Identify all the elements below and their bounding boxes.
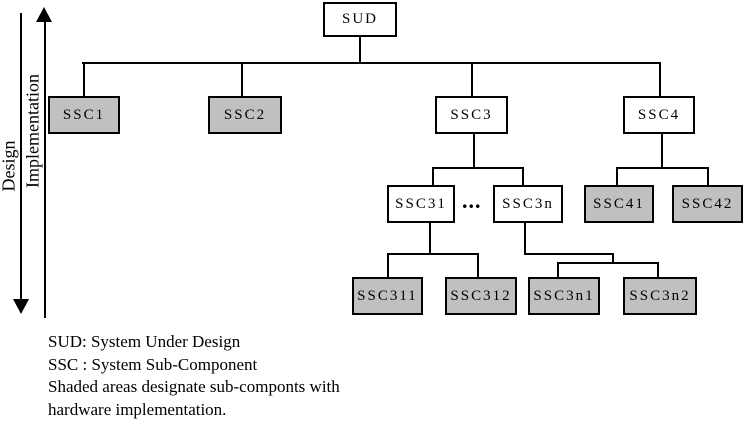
legend: SUD: System Under Design SSC : System Su… <box>48 331 340 421</box>
ssc3n-elbow-vertical-line <box>612 253 614 264</box>
implementation-axis-label: Implementation <box>22 74 43 188</box>
ssc3-drop-line <box>471 62 473 96</box>
node-ssc41: SSC41 <box>584 185 654 223</box>
ssc312-drop-line <box>477 253 479 277</box>
node-ssc42: SSC42 <box>672 185 743 223</box>
ssc4-stem-line <box>661 134 663 167</box>
ssc3n-stem-line <box>524 223 526 253</box>
ssc4-drop-line <box>659 62 661 96</box>
node-ssc1: SSC1 <box>48 96 120 134</box>
design-axis-label: Design <box>0 140 19 192</box>
legend-line-sud: SUD: System Under Design <box>48 332 241 351</box>
down-arrowhead-icon <box>13 299 29 314</box>
ssc2-drop-line <box>241 62 243 96</box>
implementation-arrow-shaft <box>44 20 46 318</box>
ssc3-children-horizontal-line <box>432 167 524 169</box>
ssc3n-drop-line <box>522 167 524 185</box>
ssc42-drop-line <box>707 167 709 185</box>
node-ssc2: SSC2 <box>208 96 282 134</box>
node-ssc3n2: SSC3n2 <box>623 277 697 315</box>
node-ssc3n1: SSC3n1 <box>528 277 600 315</box>
ssc3n2-drop-line <box>657 262 659 277</box>
node-ssc311: SSC311 <box>352 277 423 315</box>
ssc3n-elbow-horizontal-line <box>524 253 614 255</box>
ssc4-children-horizontal-line <box>616 167 709 169</box>
level1-horizontal-line <box>82 62 661 64</box>
design-arrow-shaft <box>20 13 22 303</box>
ssc3-stem-line <box>473 134 475 167</box>
ssc3n-children-horizontal-line <box>557 262 659 264</box>
ellipsis-label: ... <box>462 188 482 213</box>
legend-line-shaded-1: Shaded areas designate sub-componts with <box>48 377 340 396</box>
node-ssc4: SSC4 <box>623 96 695 134</box>
legend-line-ssc: SSC : System Sub-Component <box>48 354 258 374</box>
node-ssc31: SSC31 <box>387 185 455 223</box>
sud-stem-line <box>359 37 361 63</box>
ssc31-children-horizontal-line <box>387 253 479 255</box>
node-sud: SUD <box>323 2 397 37</box>
ssc31-drop-line <box>432 167 434 185</box>
node-ssc312: SSC312 <box>445 277 517 315</box>
ssc311-drop-line <box>387 253 389 277</box>
node-ssc3n: SSC3n <box>493 185 563 223</box>
ssc1-drop-line <box>83 62 85 96</box>
node-ssc3: SSC3 <box>435 96 508 134</box>
up-arrowhead-icon <box>36 7 52 22</box>
legend-line-shaded-2: hardware implementation. <box>48 399 227 419</box>
ssc31-stem-line <box>429 223 431 253</box>
ssc41-drop-line <box>616 167 618 185</box>
ssc3n1-drop-line <box>557 262 559 277</box>
